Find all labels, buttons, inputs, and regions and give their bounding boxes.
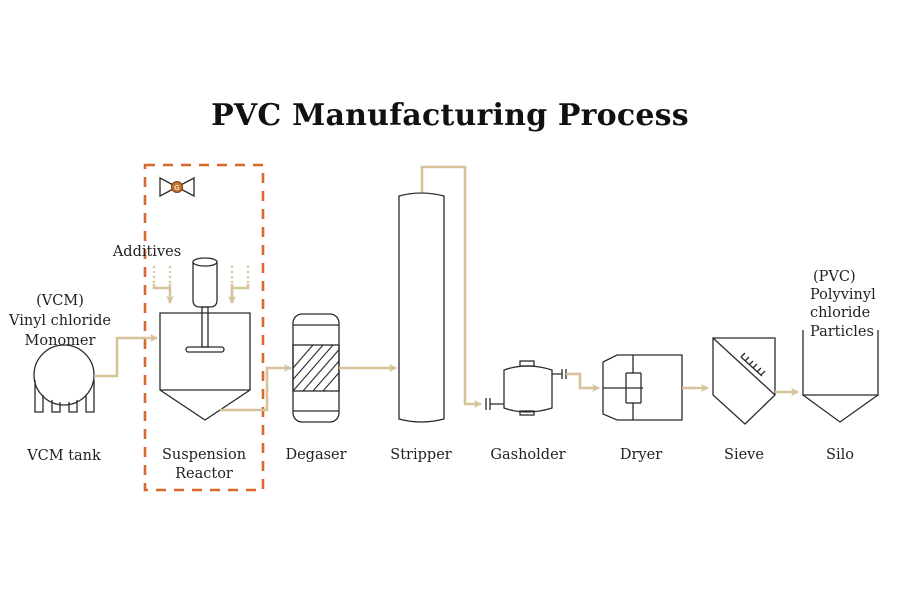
sieve-label: Sieve	[724, 447, 764, 463]
vcm-tank-icon	[33, 344, 95, 413]
suspension-reactor-label-line1: Suspension	[162, 447, 246, 463]
suspension-reactor-label-line2: Reactor	[175, 466, 233, 482]
gasholder-label: Gasholder	[490, 447, 565, 463]
degaser-icon	[292, 313, 340, 423]
svg-text:Monomer: Monomer	[25, 333, 96, 349]
reactor-highlight-box	[143, 163, 265, 492]
svg-text:Polyvinyl: Polyvinyl	[810, 287, 876, 303]
silo-label: Silo	[826, 447, 854, 463]
svg-text:(VCM): (VCM)	[36, 293, 84, 309]
diagram-title: PVC Manufacturing Process	[211, 98, 689, 133]
vcm-tank-label: VCM tank	[26, 448, 101, 464]
sieve-icon	[712, 337, 776, 425]
pvc-output-label: (PVC) Polyvinyl chloride Particles	[810, 269, 876, 340]
svg-text:chloride: chloride	[810, 305, 870, 321]
dryer-icon	[602, 354, 683, 421]
pipe-vcm-to-reactor	[94, 334, 158, 378]
pipe-stripper-to-gasholder	[420, 165, 482, 408]
vcm-input-label: (VCM) Vinyl chloride Monomer	[8, 293, 111, 349]
svg-text:Particles: Particles	[810, 324, 874, 340]
suspension-reactor-icon	[159, 257, 251, 421]
stripper-icon	[398, 192, 445, 423]
valve-icon: G	[159, 176, 195, 198]
svg-text:(PVC): (PVC)	[813, 269, 856, 285]
svg-text:Vinyl chloride: Vinyl chloride	[8, 313, 111, 329]
additives-label: Additives	[112, 244, 181, 260]
silo-icon	[802, 330, 879, 423]
stripper-label: Stripper	[390, 447, 451, 463]
pipe-gasholder-to-dryer	[566, 372, 600, 392]
degaser-label: Degaser	[285, 447, 346, 463]
valve-symbol: G	[174, 184, 179, 192]
dryer-label: Dryer	[620, 447, 662, 463]
gasholder-icon	[485, 360, 567, 416]
additive-pipes	[152, 266, 250, 303]
pipe-reactor-to-degaser	[220, 364, 292, 412]
